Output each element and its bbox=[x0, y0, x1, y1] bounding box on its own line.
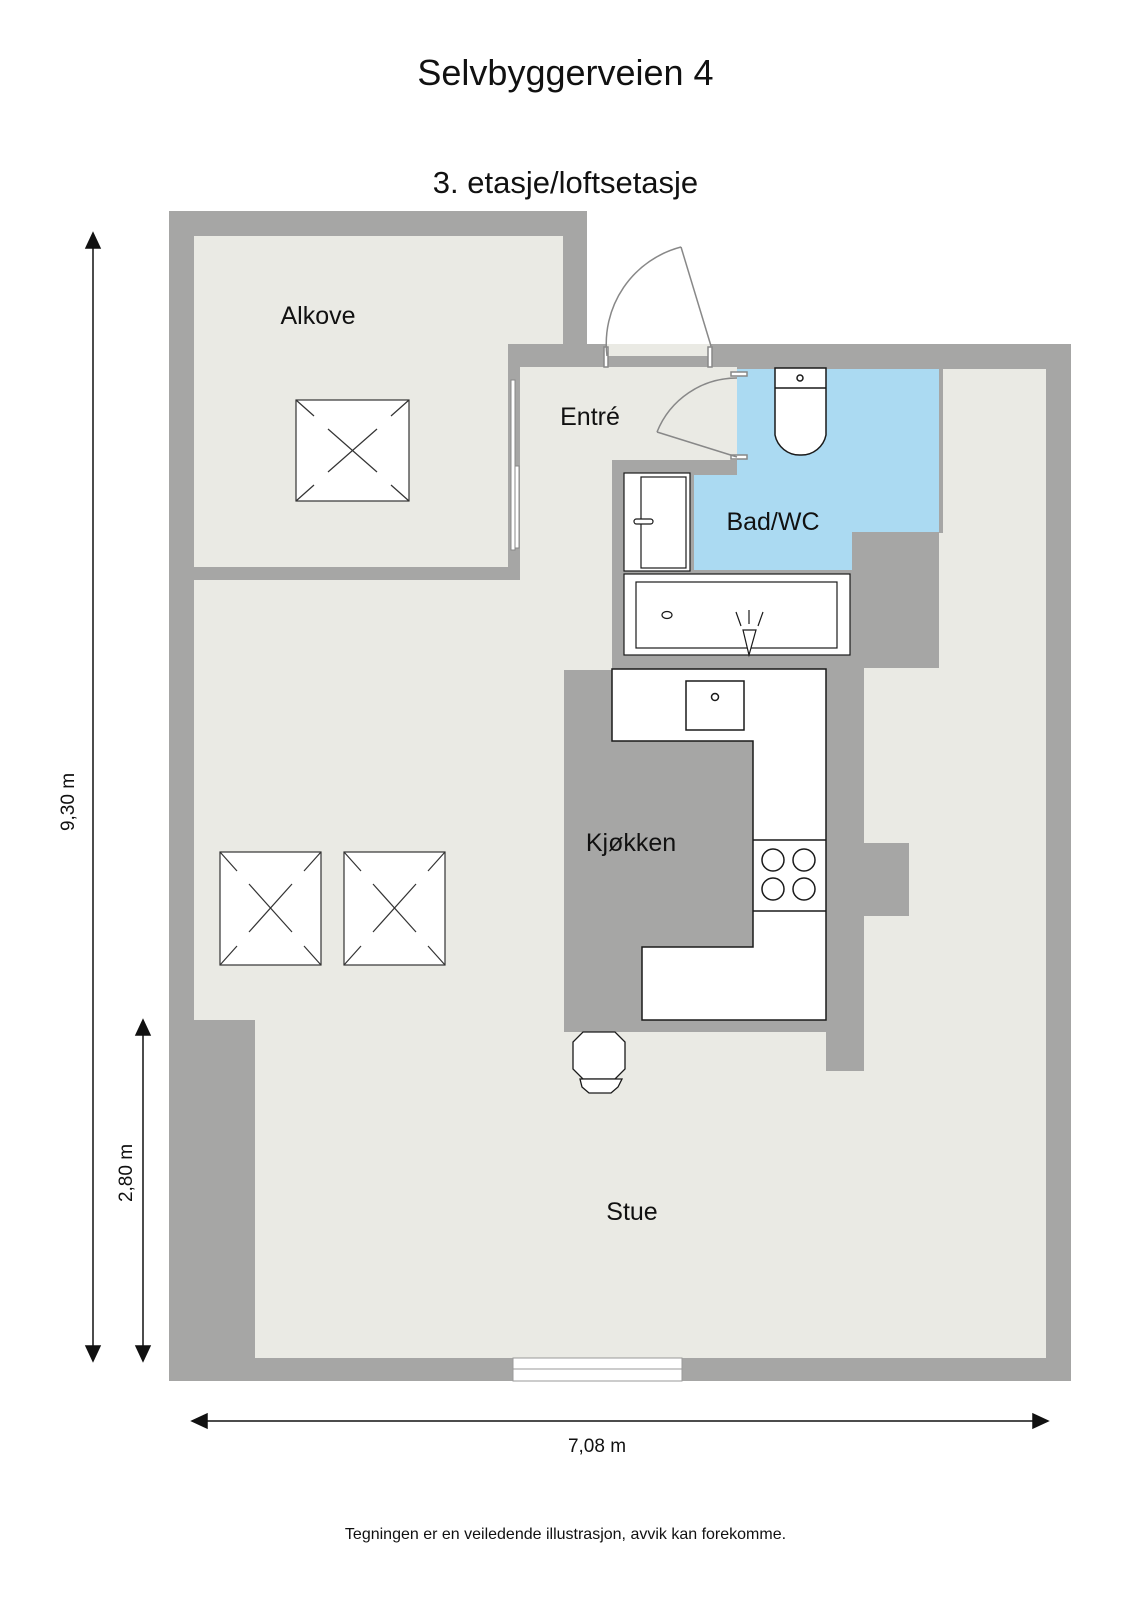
skylight-icon bbox=[295, 399, 410, 502]
skylight-icon bbox=[219, 851, 322, 966]
dimension-height-total bbox=[84, 231, 102, 1363]
chair-icon bbox=[572, 1031, 626, 1094]
room-bad bbox=[694, 369, 939, 570]
room-label-bad: Bad/WC bbox=[726, 508, 819, 536]
floors bbox=[194, 236, 1071, 1358]
dimension-height-partial bbox=[134, 1018, 152, 1363]
room-label-entre: Entré bbox=[560, 403, 620, 431]
bathtub-icon bbox=[623, 573, 851, 658]
plan-title: Selvbyggerveien 4 bbox=[417, 52, 714, 93]
room-kjokken-stue bbox=[194, 369, 1071, 1358]
entrance-door bbox=[603, 246, 713, 368]
window-icon bbox=[512, 1357, 683, 1382]
skylights bbox=[219, 399, 446, 966]
disclaimer-note: Tegningen er en veiledende illustrasjon,… bbox=[344, 1526, 787, 1543]
kitchen-counter bbox=[611, 668, 827, 1021]
stove-icon bbox=[753, 839, 826, 912]
dimension-label-height-partial: 2,80 m bbox=[116, 1144, 137, 1202]
room-label-alkove: Alkove bbox=[280, 302, 355, 330]
sink-icon bbox=[685, 680, 745, 731]
dimension-label-width-total: 7,08 m bbox=[568, 1436, 626, 1457]
dimension-label-height-total: 9,30 m bbox=[58, 773, 79, 831]
room-label-kjokken: Kjøkken bbox=[586, 829, 676, 857]
bathroom-door bbox=[656, 371, 748, 460]
skylight-icon bbox=[343, 851, 446, 966]
floor-title: 3. etasje/loftsetasje bbox=[432, 165, 699, 200]
sliding-door bbox=[510, 379, 520, 551]
dimension-width-total bbox=[190, 1412, 1050, 1430]
shower-icon bbox=[623, 472, 691, 572]
room-label-stue: Stue bbox=[606, 1198, 657, 1226]
toilet-icon bbox=[774, 367, 827, 456]
